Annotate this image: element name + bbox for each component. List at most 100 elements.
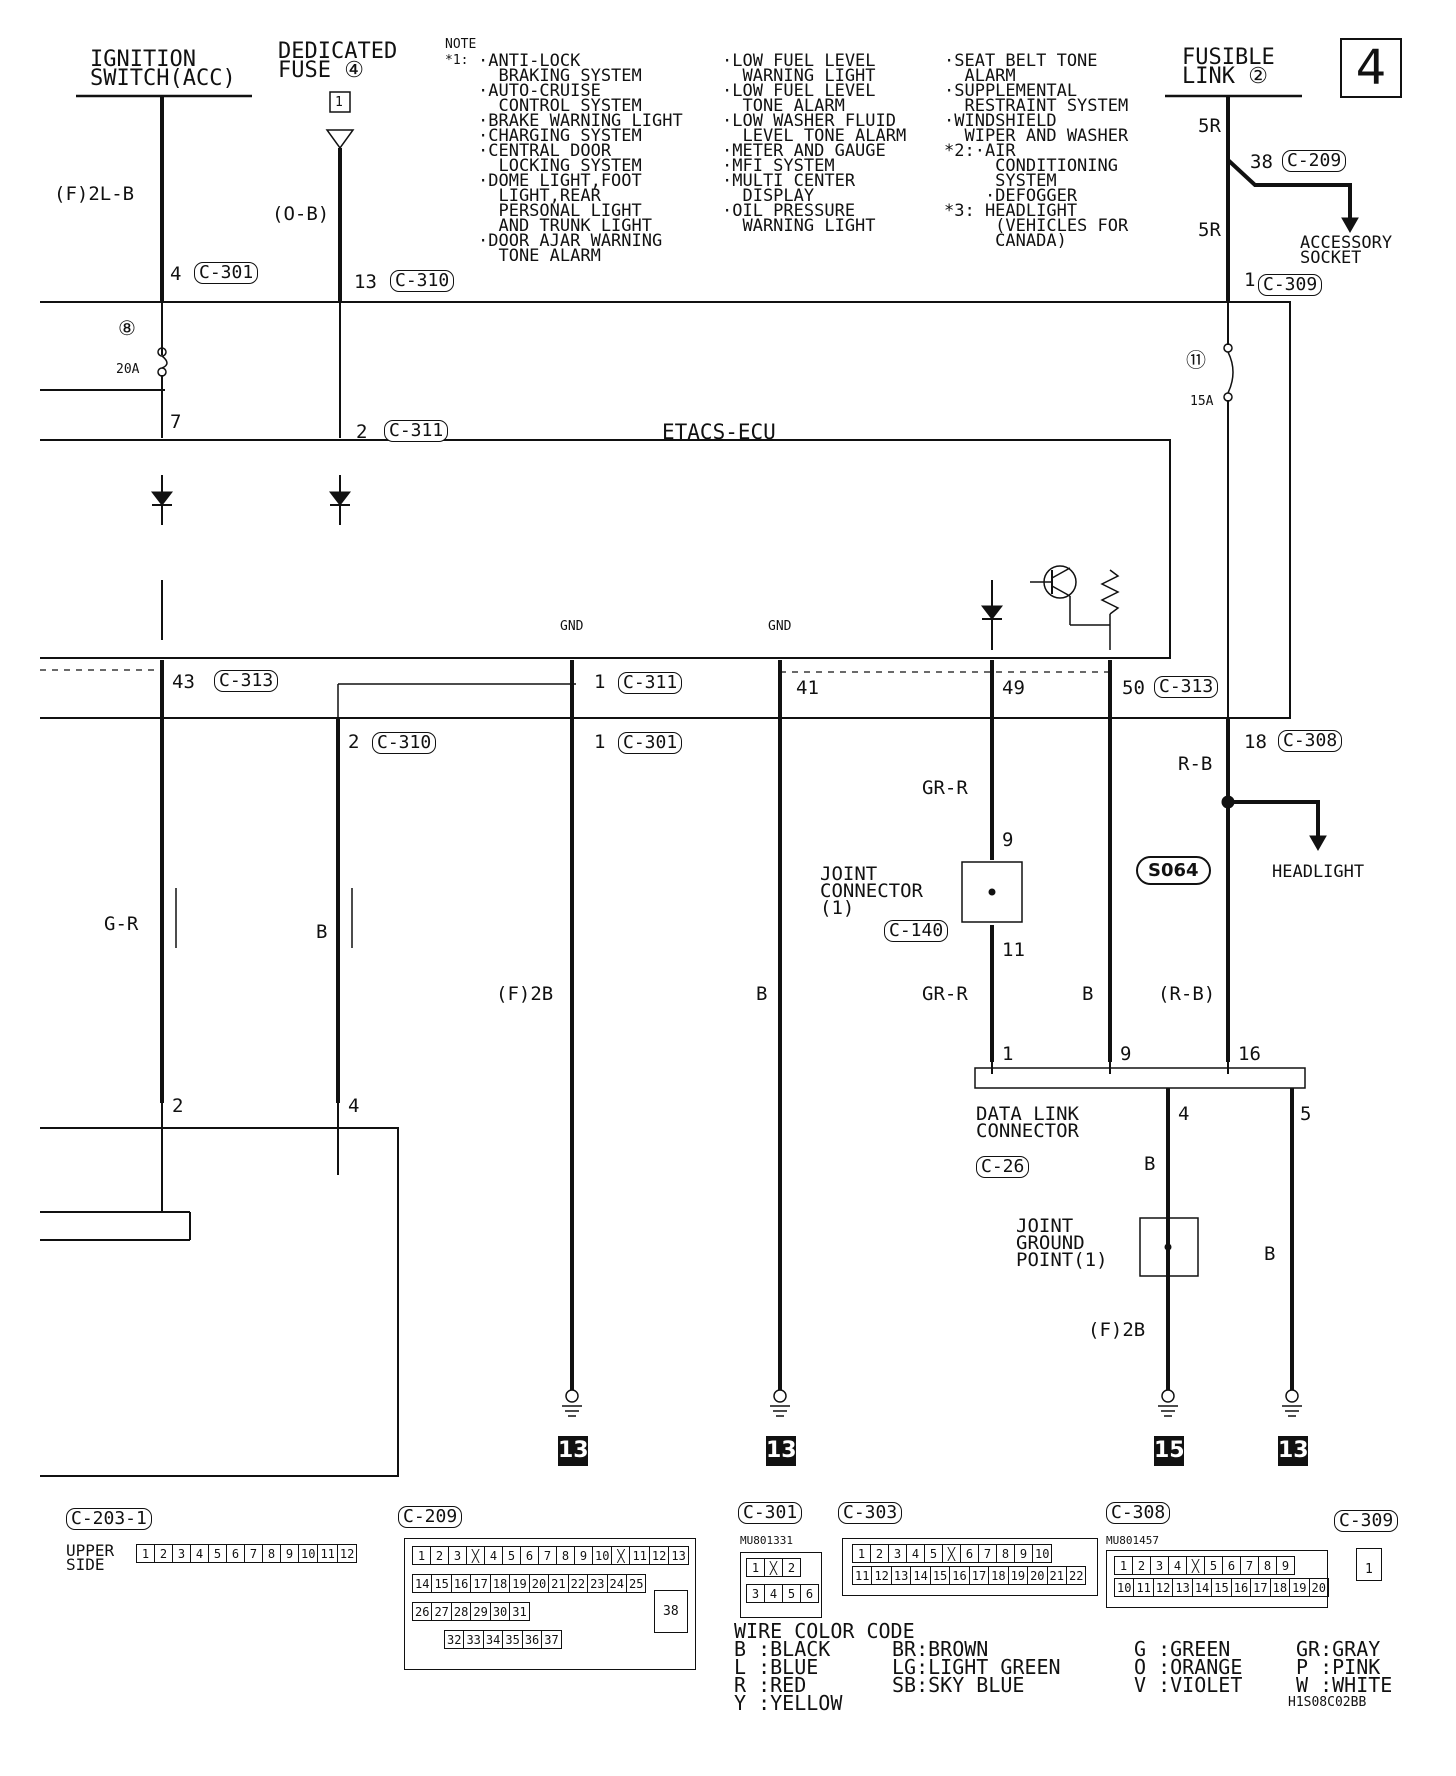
- connector-label-c301: C-301: [618, 732, 683, 754]
- etacs-frame-inner: [40, 439, 1171, 659]
- connector-label-c313: C-313: [1154, 676, 1219, 698]
- connector-pin: 3: [888, 1544, 907, 1563]
- note-title: NOTE: [445, 37, 477, 52]
- connector-pin: 21: [548, 1574, 569, 1593]
- pin-number: 4: [170, 263, 182, 285]
- connector-pin: 6: [226, 1544, 245, 1563]
- ground-ref-badge: 13: [558, 1436, 589, 1466]
- connector-pin: 3: [1150, 1556, 1169, 1575]
- headlight-label: HEADLIGHT: [1272, 862, 1365, 882]
- pin-number: 5: [1300, 1103, 1312, 1125]
- connector-pin: 1: [1114, 1556, 1133, 1575]
- connector-pin: 16: [949, 1566, 970, 1585]
- connector-pin: 13: [668, 1546, 689, 1565]
- c301-part-number: MU801331: [740, 1534, 793, 1547]
- pin-number: 2: [172, 1095, 184, 1117]
- wire-label-b-dlc5: B: [1264, 1243, 1276, 1265]
- connector-pin: 17: [470, 1574, 491, 1593]
- connector-pin: 20: [1027, 1566, 1048, 1585]
- ground-ref-badge: 13: [766, 1436, 797, 1466]
- connector-pin: 33: [463, 1630, 484, 1649]
- splice-s064: S064: [1136, 856, 1211, 885]
- color-code-column: B :BLACK L :BLUE R :RED Y :YELLOW: [734, 1637, 843, 1715]
- connector-view-c301: [740, 1552, 822, 1618]
- wire-label-5r-top: 5R: [1198, 115, 1221, 137]
- fuse-rating-20a: 20A: [116, 362, 140, 377]
- joint-ground-point-label: JOINT GROUND POINT(1): [1016, 1215, 1108, 1271]
- connector-pin: 18: [1269, 1578, 1291, 1597]
- connector-pin: 18: [988, 1566, 1009, 1585]
- connector-pin: 34: [482, 1630, 504, 1649]
- connector-pin: 13: [890, 1566, 912, 1585]
- pin-number: 1: [1002, 1043, 1014, 1065]
- pin-number: 7: [170, 411, 182, 433]
- connector-pin: 16: [1230, 1578, 1252, 1597]
- connector-pin: 7: [978, 1544, 997, 1563]
- fuse-rating-15a: 15A: [1190, 394, 1214, 409]
- pin-number: 13: [354, 271, 377, 293]
- pin-number: 1: [594, 671, 606, 693]
- connector-pin: 22: [1065, 1566, 1087, 1585]
- color-code-column: G :GREEN O :ORANGE V :VIOLET: [1134, 1637, 1243, 1697]
- connector-view-title: C-301: [738, 1502, 803, 1524]
- connector-pin: 31: [509, 1602, 530, 1621]
- pin-number: 50: [1122, 677, 1145, 699]
- connector-pin: 15: [929, 1566, 951, 1585]
- connector-pin: 36: [521, 1630, 543, 1649]
- pin-number: 9: [1002, 829, 1014, 851]
- connector-pin: 6: [960, 1544, 979, 1563]
- ground-ref-badge: 15: [1154, 1436, 1185, 1466]
- data-link-connector-label: DATA LINK CONNECTOR: [976, 1103, 1079, 1142]
- connector-pin: 1: [852, 1544, 871, 1563]
- connector-view-title: C-309: [1334, 1510, 1399, 1532]
- color-code-column: BR:BROWN LG:LIGHT GREEN SB:SKY BLUE: [892, 1637, 1061, 1697]
- connector-pin: 20: [1308, 1578, 1329, 1597]
- connector-pin: 6: [800, 1584, 819, 1603]
- connector-view-c209: [404, 1538, 696, 1670]
- connector-view-c303: [842, 1538, 1098, 1596]
- gnd-label: GND: [768, 619, 792, 634]
- connector-pin: 24: [606, 1574, 627, 1593]
- connector-pin: 5: [1204, 1556, 1223, 1575]
- connector-pin: 15: [1211, 1578, 1232, 1597]
- connector-pin: 14: [1191, 1578, 1213, 1597]
- connector-pin: ╳: [466, 1546, 485, 1565]
- dedicated-fuse-number: 1: [335, 95, 343, 110]
- wire-label-b-right: B: [1082, 983, 1094, 1005]
- pin-number: 9: [1120, 1043, 1132, 1065]
- pin-number: 1: [594, 731, 606, 753]
- wire-label-b-mid: B: [756, 983, 768, 1005]
- note-column-1: ·ANTI-LOCK BRAKING SYSTEM ·AUTO-CRUISE C…: [478, 51, 683, 266]
- connector-pin: 6: [1222, 1556, 1241, 1575]
- connector-pin: 37: [541, 1630, 562, 1649]
- connector-pin: 20: [528, 1574, 550, 1593]
- connector-pin: 4: [1168, 1556, 1187, 1575]
- connector-pin: 16: [450, 1574, 472, 1593]
- wire-label-grr-top: GR-R: [922, 777, 968, 799]
- pin-number: 49: [1002, 677, 1025, 699]
- pin-number: 38: [1250, 151, 1273, 173]
- note-column-3: ·SEAT BELT TONE ALARM ·SUPPLEMENTAL REST…: [944, 51, 1129, 251]
- connector-pin: 5: [924, 1544, 943, 1563]
- connector-view-c309: 1: [1356, 1548, 1382, 1581]
- connector-pin: 2: [430, 1546, 449, 1565]
- connector-pin: 26: [411, 1602, 433, 1621]
- connector-view-title: C-209: [398, 1506, 463, 1528]
- connector-label-c301: C-301: [194, 262, 259, 284]
- connector-pin: 10: [1031, 1544, 1053, 1563]
- connector-pin: 15: [431, 1574, 452, 1593]
- connector-pin: 23: [587, 1574, 608, 1593]
- connector-pin: 5: [502, 1546, 521, 1565]
- connector-pin: 12: [1152, 1578, 1174, 1597]
- connector-pin: 2: [1132, 1556, 1151, 1575]
- connector-pin: 25: [625, 1574, 647, 1593]
- connector-pin: 18: [489, 1574, 511, 1593]
- wire-label-grr-bottom: GR-R: [922, 983, 968, 1005]
- pin-number: 43: [172, 671, 195, 693]
- connector-pin: 14: [910, 1566, 931, 1585]
- connector-pin: 1: [412, 1546, 431, 1565]
